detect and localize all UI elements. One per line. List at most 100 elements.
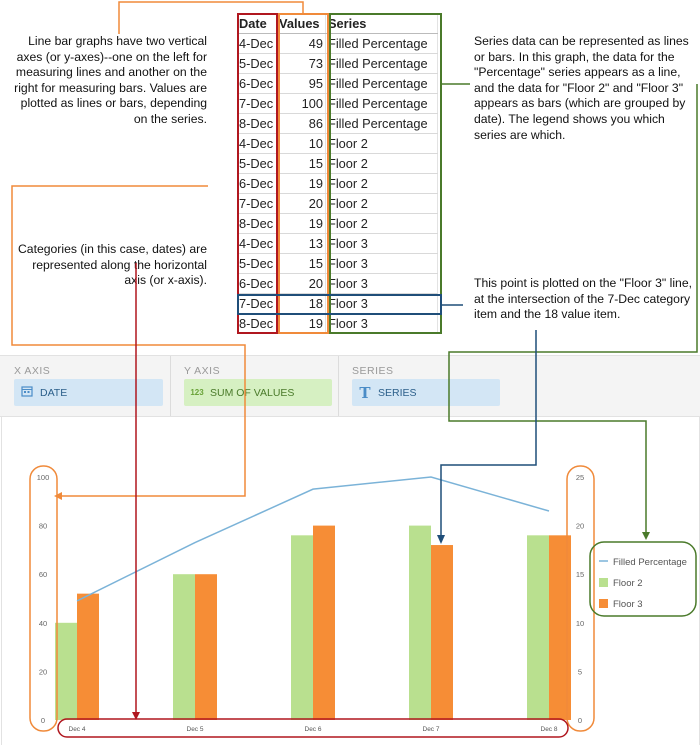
date-cell: 7-Dec <box>237 193 277 214</box>
bar-floor-2 <box>55 622 77 720</box>
y-axis-zone: Y AXIS 123 SUM OF VALUES <box>170 356 339 416</box>
legend-connector <box>448 84 698 533</box>
x-axis-zone: X AXIS DATE <box>0 356 171 416</box>
right-axis-tick-label: 25 <box>576 473 584 482</box>
value-cell: 10 <box>276 133 326 154</box>
calendar-icon <box>14 385 40 400</box>
left-axis-highlight <box>29 465 58 732</box>
series-cell: Floor 2 <box>325 193 438 214</box>
series-cell: Filled Percentage <box>325 73 438 94</box>
series-cell: Floor 2 <box>325 153 438 174</box>
bar-floor-2 <box>527 535 549 720</box>
legend-highlight <box>589 541 697 617</box>
value-cell: 18 <box>276 293 326 314</box>
category-tick-label: Dec 5 <box>187 726 204 733</box>
value-cell: 13 <box>276 233 326 254</box>
value-cell: 20 <box>276 273 326 294</box>
date-cell: 4-Dec <box>237 33 277 54</box>
left-axis-tick-label: 20 <box>39 667 47 676</box>
bar-floor-2 <box>173 574 195 720</box>
series-cell: Floor 2 <box>325 213 438 234</box>
header-date: Date <box>237 14 277 34</box>
left-axis-tick-label: 60 <box>39 570 47 579</box>
values-column-highlight <box>278 13 329 334</box>
y-axis-title: Y AXIS <box>184 365 221 377</box>
category-tick-label: Dec 8 <box>541 726 558 733</box>
date-cell: 6-Dec <box>237 273 277 294</box>
date-field-pill[interactable]: DATE <box>14 379 163 406</box>
series-field-pill[interactable]: T SERIES <box>352 379 500 406</box>
legend-arrowhead <box>642 532 650 540</box>
value-cell: 86 <box>276 113 326 134</box>
header-values: Values <box>276 14 326 34</box>
date-cell: 5-Dec <box>237 53 277 74</box>
left-axis-arrowhead <box>54 492 62 500</box>
series-cell: Filled Percentage <box>325 33 438 54</box>
field-strip: X AXIS DATE Y AXIS 123 SUM OF VALUES SER… <box>0 355 700 417</box>
value-cell: 19 <box>276 313 326 334</box>
series-title: SERIES <box>352 365 394 377</box>
date-cell: 8-Dec <box>237 213 277 234</box>
sum-of-values-label: SUM OF VALUES <box>210 386 295 399</box>
header-series: Series <box>325 14 438 34</box>
sum-of-values-pill[interactable]: 123 SUM OF VALUES <box>184 379 332 406</box>
value-cell: 19 <box>276 213 326 234</box>
date-cell: 7-Dec <box>237 93 277 114</box>
value-cell: 19 <box>276 173 326 194</box>
series-cell: Filled Percentage <box>325 113 438 134</box>
date-cell: 4-Dec <box>237 233 277 254</box>
series-cell: Filled Percentage <box>325 53 438 74</box>
categories-annotation: Categories (in this case, dates) are rep… <box>18 242 207 288</box>
bar-floor-3 <box>313 525 335 720</box>
filled-percentage-line <box>76 476 550 602</box>
left-axis-tick-label: 0 <box>41 716 45 725</box>
left-axis-tick-label: 100 <box>37 473 50 482</box>
date-cell: 8-Dec <box>237 313 277 334</box>
point-arrowhead <box>437 535 445 544</box>
right-axis-tick-label: 0 <box>578 716 582 725</box>
value-cell: 49 <box>276 33 326 54</box>
category-arrowhead <box>132 712 140 720</box>
series-zone: SERIES T SERIES <box>338 356 700 416</box>
value-cell: 73 <box>276 53 326 74</box>
value-cell: 15 <box>276 253 326 274</box>
legend-label: Filled Percentage <box>613 557 687 568</box>
right-axis-tick-label: 20 <box>576 522 584 531</box>
series-cell: Floor 3 <box>325 233 438 254</box>
point-connector <box>440 330 537 536</box>
bar-floor-3 <box>195 574 217 720</box>
left-axis-tick-label: 80 <box>39 522 47 531</box>
date-cell: 6-Dec <box>237 173 277 194</box>
series-cell: Floor 3 <box>325 253 438 274</box>
bar-floor-2 <box>409 525 431 720</box>
series-annotation: Series data can be represented as lines … <box>474 34 689 142</box>
category-tick-label: Dec 7 <box>423 726 440 733</box>
bar-floor-3 <box>549 535 571 720</box>
bar-floor-3 <box>77 593 99 720</box>
x-axis-highlight <box>57 718 569 738</box>
highlighted-row <box>237 294 442 315</box>
date-column-highlight <box>237 13 278 334</box>
series-column-highlight <box>329 13 442 334</box>
date-cell: 5-Dec <box>237 253 277 274</box>
right-axis-tick-label: 10 <box>576 619 584 628</box>
x-axis-title: X AXIS <box>14 365 51 377</box>
left-axis-tick-label: 40 <box>39 619 47 628</box>
category-tick-label: Dec 6 <box>305 726 322 733</box>
value-cell: 20 <box>276 193 326 214</box>
legend-swatch <box>599 599 608 608</box>
values-connector-top <box>118 1 304 34</box>
point-annotation: This point is plotted on the "Floor 3" l… <box>474 276 692 322</box>
series-cell: Floor 3 <box>325 273 438 294</box>
